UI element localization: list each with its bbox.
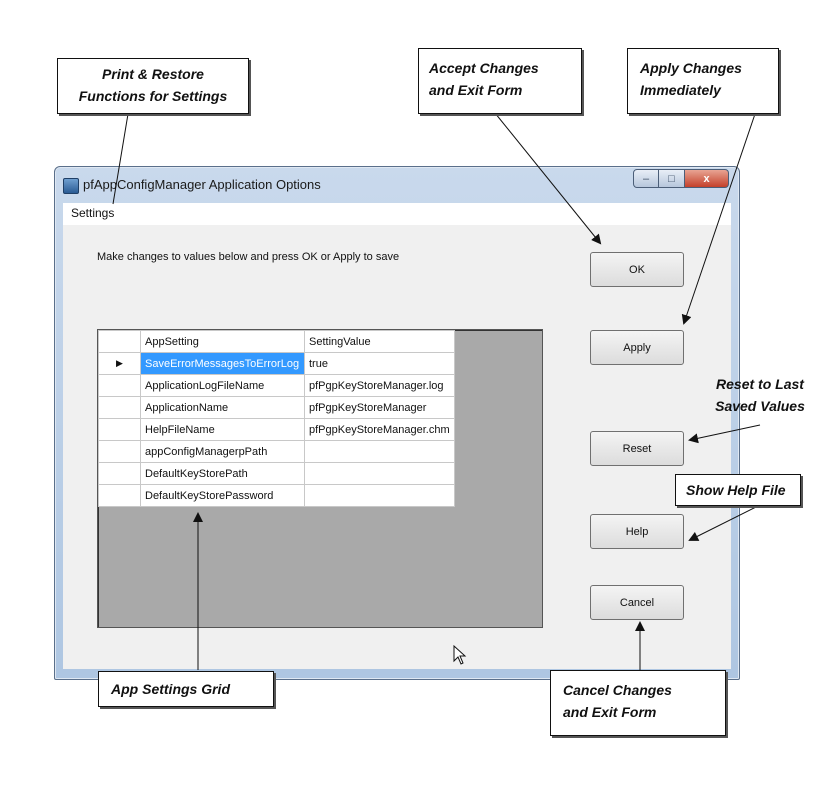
row-header[interactable] [98, 484, 141, 507]
cancel-button[interactable]: Cancel [590, 585, 684, 620]
apply-button[interactable]: Apply [590, 330, 684, 365]
maximize-button[interactable]: □ [659, 169, 685, 188]
setting-cell[interactable]: DefaultKeyStorePath [140, 462, 305, 485]
callout-accept-changes: Accept Changes and Exit Form [418, 48, 582, 114]
column-header-settingvalue[interactable]: SettingValue [304, 330, 455, 353]
callout-reset: Reset to Last Saved Values [715, 376, 805, 414]
app-settings-grid[interactable]: AppSetting SettingValue ▶ SaveErrorMessa… [97, 329, 543, 628]
close-button[interactable]: x [685, 169, 729, 188]
reset-button[interactable]: Reset [590, 431, 684, 466]
setting-cell[interactable]: appConfigManagerpPath [140, 440, 305, 463]
setting-cell[interactable]: HelpFileName [140, 418, 305, 441]
arrow-print-restore [112, 113, 129, 205]
setting-cell[interactable]: ApplicationLogFileName [140, 374, 305, 397]
table-row[interactable]: ApplicationLogFileName pfPgpKeyStoreMana… [98, 374, 455, 397]
callout-apply-changes: Apply Changes Immediately [627, 48, 779, 114]
value-cell[interactable] [304, 484, 455, 507]
table-row[interactable]: DefaultKeyStorePath [98, 462, 455, 485]
arrow-accept [494, 112, 602, 245]
value-cell[interactable]: pfPgpKeyStoreManager.log [304, 374, 455, 397]
help-button[interactable]: Help [590, 514, 684, 549]
arrow-help [688, 504, 761, 541]
value-cell[interactable]: pfPgpKeyStoreManager [304, 396, 455, 419]
column-header-appsetting[interactable]: AppSetting [140, 330, 305, 353]
arrow-apply [681, 113, 756, 325]
table-row[interactable]: ▶ SaveErrorMessagesToErrorLog true [98, 352, 455, 375]
minimize-button[interactable]: – [633, 169, 659, 188]
callout-app-settings-grid: App Settings Grid [98, 671, 274, 707]
menu-settings[interactable]: Settings [71, 206, 115, 220]
row-header[interactable] [98, 374, 141, 397]
row-header[interactable] [98, 462, 141, 485]
row-indicator-icon: ▶ [98, 352, 141, 375]
arrow-reset [688, 424, 761, 444]
ok-button[interactable]: OK [590, 252, 684, 287]
callout-cancel-changes: Cancel Changes and Exit Form [550, 670, 726, 736]
app-icon [63, 178, 79, 194]
callout-show-help: Show Help File [675, 474, 801, 506]
value-cell[interactable]: pfPgpKeyStoreManager.chm [304, 418, 455, 441]
setting-cell[interactable]: DefaultKeyStorePassword [140, 484, 305, 507]
instruction-text: Make changes to values below and press O… [97, 251, 400, 263]
title-bar[interactable]: pfAppConfigManager Application Options –… [55, 167, 739, 203]
mouse-cursor-icon [453, 645, 467, 665]
setting-cell[interactable]: SaveErrorMessagesToErrorLog [140, 352, 305, 375]
table-row[interactable]: ApplicationName pfPgpKeyStoreManager [98, 396, 455, 419]
window-controls: – □ x [633, 169, 729, 189]
table-row[interactable]: HelpFileName pfPgpKeyStoreManager.chm [98, 418, 455, 441]
table-row[interactable]: DefaultKeyStorePassword [98, 484, 455, 507]
grid-header-row: AppSetting SettingValue [98, 330, 455, 353]
window-title: pfAppConfigManager Application Options [83, 177, 321, 192]
callout-print-restore: Print & Restore Functions for Settings [57, 58, 249, 114]
